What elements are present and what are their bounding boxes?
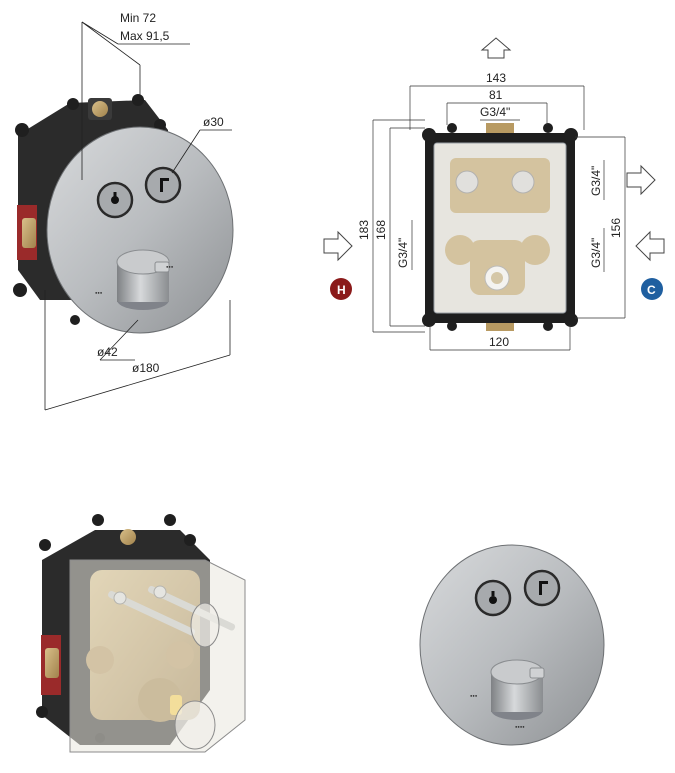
- arrow-right-icon: [323, 230, 353, 262]
- top-thread-label: G3/4": [480, 105, 510, 119]
- handle-lever: [154, 261, 170, 273]
- mounting-tab: [15, 123, 29, 137]
- cover-cartridge-sleeve: [174, 700, 216, 750]
- housing-cutaway-view: [36, 514, 246, 753]
- plate-mark-bottom: ●●●●: [515, 724, 525, 729]
- left-height-inner-label: 168: [374, 220, 388, 240]
- mounting-tab: [92, 514, 104, 526]
- isometric-plate-view: ●●● ●●● Min 72 Max 91,5 ø30 ø42 ø180: [13, 11, 234, 411]
- mounting-tab: [164, 514, 176, 526]
- mounting-tab: [447, 321, 457, 331]
- cold-inlet-label: C: [647, 283, 656, 297]
- cover-plate-front: ●●● ●●●●: [419, 544, 605, 746]
- transparent-protective-cover: [69, 559, 246, 753]
- mounting-tab: [564, 128, 578, 142]
- front-view: H C: [323, 37, 665, 351]
- round-cover-plate: [46, 126, 234, 334]
- plate-mark-left: ●●●: [95, 290, 103, 295]
- hand-shower-icon: [539, 581, 548, 595]
- max-depth-label: Max 91,5: [120, 29, 170, 43]
- shower-head-icon: [111, 192, 119, 204]
- mounting-tab: [564, 313, 578, 327]
- handle-dia-label: ø42: [97, 345, 118, 359]
- cover-knob-sleeve: [190, 602, 220, 648]
- housing-brass-port: [45, 648, 59, 678]
- right-thread-top-label: G3/4": [589, 166, 603, 196]
- depth-dimension: [81, 21, 190, 180]
- left-height-outer-label: 183: [357, 220, 371, 240]
- min-depth-label: Min 72: [120, 11, 156, 25]
- mounting-tab: [447, 123, 457, 133]
- arrow-up-icon: [480, 37, 512, 59]
- arrow-left-icon: [635, 230, 665, 262]
- valve-internals: [445, 158, 550, 295]
- mounting-tab: [67, 98, 79, 110]
- hot-inlet-label: H: [337, 283, 346, 297]
- top-outlet: [486, 123, 514, 133]
- handle-dia-dimension: [99, 319, 139, 361]
- mounting-tab: [184, 534, 196, 546]
- mounting-tab: [543, 321, 553, 331]
- mounting-tab: [422, 313, 436, 327]
- shower-head-icon: [489, 591, 497, 604]
- mounting-tab: [70, 315, 80, 325]
- left-thread-label: G3/4": [396, 238, 410, 268]
- housing-brass-port: [22, 218, 36, 248]
- mounting-tab: [13, 283, 27, 297]
- mounting-tab: [543, 123, 553, 133]
- mounting-tab: [39, 539, 51, 551]
- button-dia-label: ø30: [203, 115, 224, 129]
- button-dia-dimension: [171, 129, 232, 174]
- top-inner-label: 81: [489, 88, 503, 102]
- right-height-label: 156: [609, 218, 623, 238]
- right-thread-bottom-label: G3/4": [589, 238, 603, 268]
- mounting-tab: [132, 94, 144, 106]
- bottom-outlet: [486, 323, 514, 331]
- handle-lever: [529, 667, 545, 679]
- plate-dia-dimension: [44, 290, 231, 411]
- bottom-width-label: 120: [489, 335, 509, 349]
- arrow-right-icon: [626, 164, 656, 196]
- plate-mark-left: ●●●: [470, 693, 478, 698]
- top-port-brass: [92, 101, 108, 117]
- plate-dia-label: ø180: [132, 361, 160, 375]
- hand-shower-icon: [160, 178, 169, 192]
- top-width-label: 143: [486, 71, 506, 85]
- top-port-brass: [120, 529, 136, 545]
- plate-mark-right: ●●●: [166, 264, 174, 269]
- mounting-tab: [422, 128, 436, 142]
- hot-inlet-badge: [330, 278, 352, 300]
- front-dimensions: [372, 85, 626, 351]
- cold-inlet-badge: [641, 278, 663, 300]
- mounting-tab: [36, 706, 48, 718]
- mounting-tab: [154, 119, 166, 131]
